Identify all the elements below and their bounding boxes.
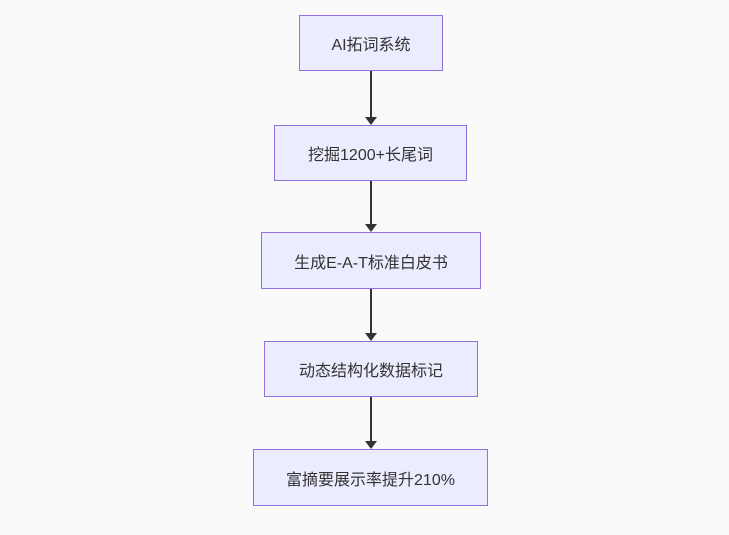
- flow-node-label: 生成E-A-T标准白皮书: [294, 254, 448, 272]
- flow-node-label: 富摘要展示率提升210%: [286, 471, 455, 489]
- connector-arrow-3: [365, 289, 377, 341]
- flow-node-structured-data-markup: 动态结构化数据标记: [264, 341, 478, 397]
- flow-node-label: 挖掘1200+长尾词: [308, 147, 433, 164]
- connector-arrow-4: [365, 397, 377, 449]
- flow-node-label: 动态结构化数据标记: [298, 363, 443, 380]
- connector-line: [370, 397, 372, 441]
- flow-node-eat-whitepaper: 生成E-A-T标准白皮书: [261, 232, 481, 289]
- connector-line: [370, 289, 372, 333]
- arrowhead-down-icon: [365, 441, 377, 449]
- connector-arrow-2: [365, 181, 377, 232]
- arrowhead-down-icon: [365, 117, 377, 125]
- arrowhead-down-icon: [365, 224, 377, 232]
- flow-node-rich-snippet-result: 富摘要展示率提升210%: [253, 449, 488, 506]
- connector-line: [370, 181, 372, 224]
- connector-arrow-1: [365, 71, 377, 125]
- flow-node-longtail-mining: 挖掘1200+长尾词: [274, 125, 467, 181]
- arrowhead-down-icon: [365, 333, 377, 341]
- connector-line: [370, 71, 372, 117]
- flow-node-ai-word-expansion: AI拓词系统: [299, 15, 443, 71]
- flow-node-label: AI拓词系统: [331, 37, 411, 54]
